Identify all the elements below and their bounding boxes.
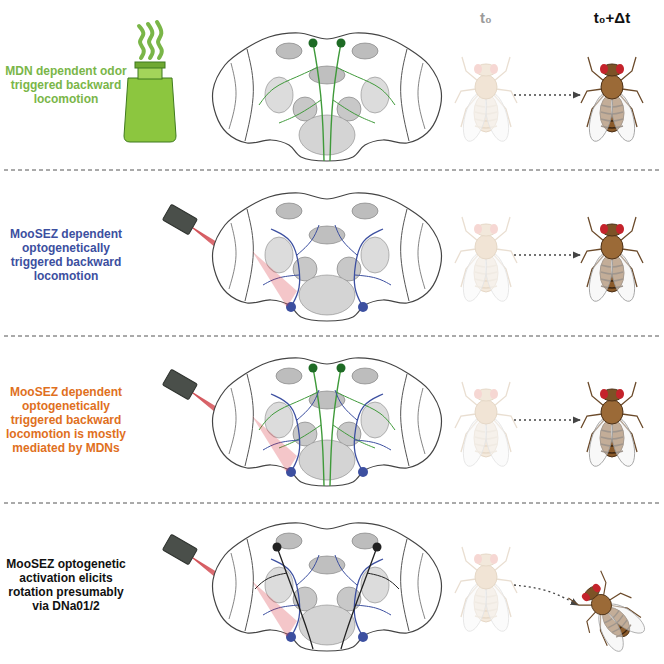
odor-bottle <box>124 22 176 142</box>
time-arrow <box>514 419 580 420</box>
fly-before <box>455 217 517 304</box>
time-arrow <box>514 254 580 255</box>
time-label: t₀ <box>456 9 516 27</box>
fly-after <box>581 57 643 144</box>
fly-before <box>455 547 517 634</box>
fly-after <box>564 567 655 661</box>
row-caption: MooSEZ dependent optogenetically trigger… <box>5 227 127 284</box>
laser-light <box>252 581 297 637</box>
laser-light <box>252 416 297 472</box>
time-label: t₀+Δt <box>572 9 652 27</box>
laser-light <box>252 251 297 307</box>
brain-drawing <box>213 358 442 486</box>
fly-before <box>455 57 517 144</box>
time-arrow <box>514 585 578 605</box>
divider <box>4 503 660 504</box>
divider <box>4 336 660 337</box>
time-arrow <box>514 94 580 95</box>
row-caption: MooSEZ optogenetic activation elicits ro… <box>5 557 127 614</box>
fly-after <box>581 382 643 469</box>
brain-drawing <box>213 33 442 161</box>
row-caption: MooSEZ dependent optogenetically trigger… <box>5 385 127 456</box>
brain-drawing <box>213 523 442 651</box>
row-caption: MDN dependent odor triggered backward lo… <box>5 64 127 106</box>
fly-after <box>581 217 643 304</box>
fly-before <box>455 382 517 469</box>
brain-drawing <box>213 193 442 321</box>
divider <box>4 170 660 171</box>
